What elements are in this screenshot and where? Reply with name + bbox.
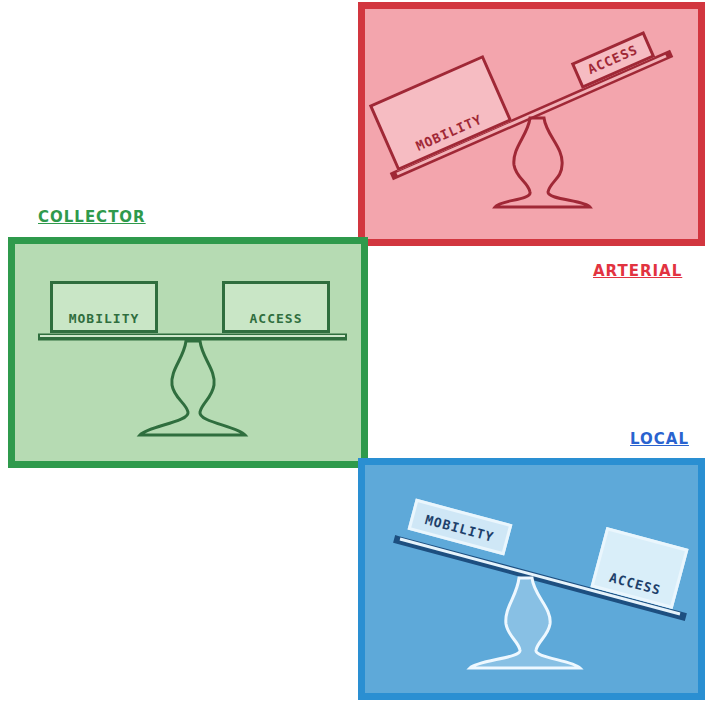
panel-heading: COLLECTOR <box>38 208 146 226</box>
panel-heading: ARTERIAL <box>593 262 682 280</box>
box-label: MOBILITY <box>69 311 140 326</box>
panel-heading: LOCAL <box>630 430 689 448</box>
box-label: MOBILITY <box>424 512 496 545</box>
box-label: ACCESS <box>607 570 662 598</box>
seesaw-box: ACCESS <box>571 31 656 89</box>
box-label: MOBILITY <box>413 112 484 154</box>
box-label: ACCESS <box>586 42 641 77</box>
road-class-panel: ARTERIALMOBILITYACCESS <box>358 2 705 246</box>
seesaw-box: MOBILITY <box>408 499 513 556</box>
seesaw-box: ACCESS <box>222 281 330 333</box>
seesaw-box: MOBILITY <box>368 55 511 171</box>
seesaw-box: ACCESS <box>590 527 688 609</box>
seesaw-box: MOBILITY <box>50 281 158 333</box>
road-class-panel: COLLECTORMOBILITYACCESS <box>8 237 368 468</box>
road-class-panel: LOCALMOBILITYACCESS <box>358 458 705 700</box>
box-label: ACCESS <box>250 311 303 326</box>
